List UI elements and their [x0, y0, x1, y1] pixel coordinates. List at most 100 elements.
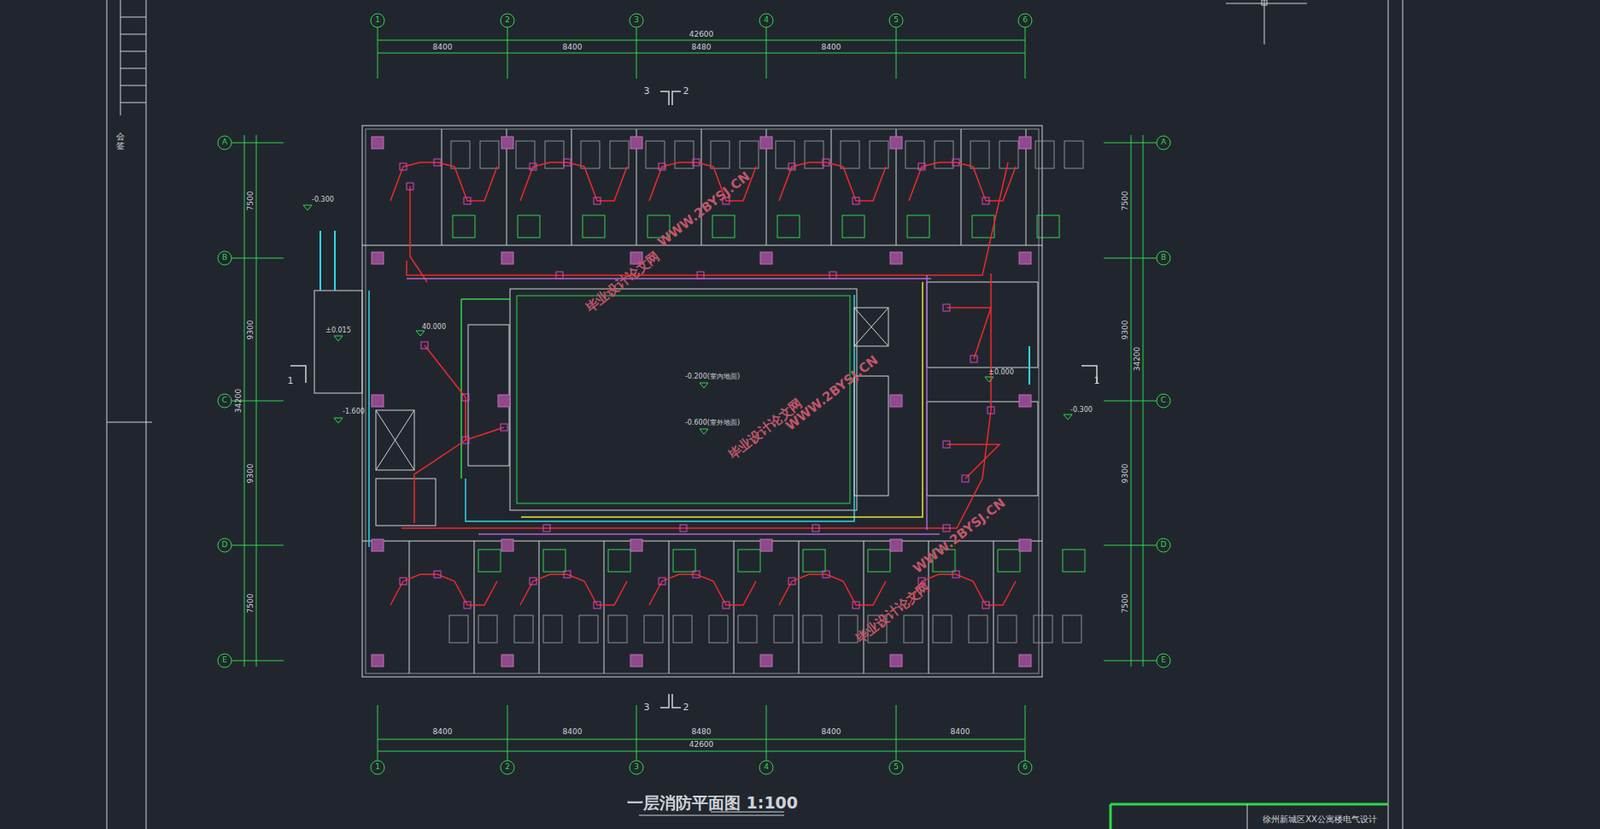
axis-bubble — [500, 13, 515, 28]
bathroom-fixture — [907, 215, 930, 238]
column — [890, 252, 903, 264]
axis-bubble — [370, 13, 385, 28]
fire-alarm-wiring — [520, 162, 628, 201]
elevator — [375, 410, 415, 470]
column — [371, 654, 384, 667]
frame-line — [1402, 0, 1404, 829]
yellow-wiring — [521, 281, 923, 517]
bed-symbol — [999, 140, 1019, 169]
axis-number: C — [1160, 396, 1167, 405]
axis-line — [507, 704, 509, 761]
bed-symbol — [903, 615, 923, 643]
stair — [854, 375, 889, 496]
green-wiring — [461, 298, 510, 300]
fire-alarm-wiring — [401, 273, 991, 528]
axis-bubble — [217, 393, 232, 408]
bed-symbol — [738, 615, 757, 643]
bed-symbol — [739, 140, 759, 169]
column — [760, 136, 773, 149]
axis-line — [1103, 400, 1157, 402]
fire-alarm-wiring — [410, 186, 428, 282]
watermark: 毕业设计论文网 — [583, 248, 663, 316]
room-partition — [863, 540, 865, 674]
smoke-detector — [463, 197, 471, 205]
axis-bubble — [1156, 135, 1171, 150]
bed-symbol — [775, 140, 795, 169]
bed-symbol — [580, 140, 600, 169]
room-partition — [409, 540, 411, 674]
smoke-detector — [852, 601, 860, 609]
dimension-text: 7500 — [246, 191, 256, 211]
bed-symbol — [1033, 615, 1053, 643]
room-partition — [474, 540, 475, 674]
elevation-mark — [303, 205, 312, 211]
section-number: 2 — [683, 86, 690, 97]
smoke-detector — [918, 163, 926, 170]
axis-number: 5 — [893, 16, 899, 25]
bathroom-fixture — [543, 549, 566, 572]
purple-wiring — [406, 277, 932, 280]
fire-alarm-wiring — [390, 162, 498, 201]
axis-number: 4 — [763, 762, 769, 772]
fire-alarm-wiring — [649, 574, 757, 605]
corridor-wall — [362, 245, 1043, 247]
room-partition — [668, 540, 670, 674]
elevation-mark — [1063, 414, 1073, 420]
axis-number: 1 — [375, 16, 381, 25]
axis-number: 4 — [763, 16, 769, 25]
axis-bubble — [889, 13, 903, 28]
smoke-detector — [658, 163, 666, 170]
room-partition — [701, 128, 703, 246]
dimension-text: 8400 — [562, 727, 583, 737]
smoke-detector — [788, 163, 796, 170]
bathroom-fixture — [712, 215, 735, 238]
section-number: 3 — [644, 86, 651, 97]
column — [371, 539, 384, 551]
axis-number: 5 — [893, 762, 899, 772]
axis-line — [231, 545, 284, 546]
bathroom-fixture — [478, 549, 501, 572]
elevation-text: ±0.015 — [325, 327, 352, 335]
section-mark — [660, 91, 669, 106]
smoke-detector — [943, 304, 950, 311]
axis-number: C — [222, 396, 228, 405]
bed-symbol — [838, 615, 858, 643]
bed-symbol — [997, 615, 1017, 643]
smoke-detector — [556, 271, 563, 279]
smoke-detector — [692, 570, 700, 578]
column — [1019, 136, 1032, 149]
elevation-text: -0.600(室外地面) — [685, 419, 740, 428]
smoke-detector — [722, 601, 730, 609]
dimension-line — [256, 134, 258, 667]
bed-symbol — [932, 615, 952, 643]
column — [760, 654, 773, 667]
bathroom-fixture — [997, 549, 1020, 572]
elevation-mark — [699, 382, 709, 388]
bed-symbol — [773, 615, 793, 643]
courtyard-wall — [509, 288, 857, 510]
dimension-text: 9300 — [246, 463, 256, 484]
title-block-line — [1247, 803, 1249, 829]
axis-line — [1103, 660, 1157, 662]
axis-bubble — [1156, 538, 1171, 552]
column — [890, 654, 903, 667]
frame-line — [120, 51, 147, 53]
axis-line — [231, 257, 284, 259]
title-block-text: 徐州新城区XX公寓楼电气设计 — [1262, 814, 1378, 824]
column — [890, 394, 903, 407]
smoke-detector — [829, 271, 837, 279]
axis-line — [377, 704, 379, 761]
title-block-line — [1110, 802, 1389, 806]
dimension-line — [1142, 134, 1144, 667]
elevation-mark — [334, 335, 343, 341]
axis-bubble — [370, 760, 385, 774]
section-mark — [672, 693, 681, 708]
column — [371, 394, 384, 407]
title-underline — [638, 814, 785, 816]
axis-line — [231, 142, 284, 144]
bed-symbol — [514, 615, 534, 643]
elevation-mark — [984, 376, 994, 382]
dimension-text: 7500 — [1121, 593, 1131, 614]
smoke-detector — [982, 197, 990, 205]
smoke-detector — [421, 341, 428, 349]
